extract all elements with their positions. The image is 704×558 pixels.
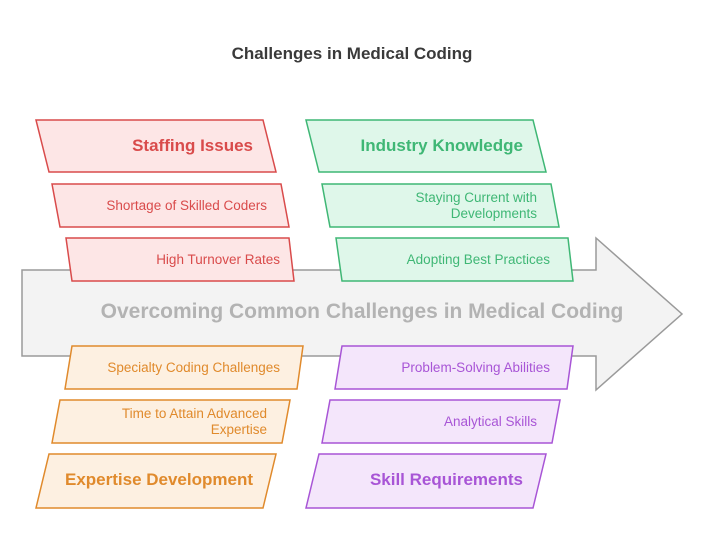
- industry-heading: Industry Knowledge: [360, 136, 523, 155]
- staffing-item-1-box: [51, 183, 290, 228]
- industry-item-1-box: [321, 183, 560, 228]
- staffing-item-1: Shortage of Skilled Coders: [106, 198, 267, 213]
- skills-heading: Skill Requirements: [369, 470, 523, 489]
- expertise-heading-box: [35, 453, 277, 509]
- diagram-title: Challenges in Medical Coding: [231, 44, 473, 63]
- expertise-item-1-box: [64, 345, 304, 390]
- skills-item-1: Problem-Solving Abilities: [401, 360, 550, 375]
- skills-item-2: Analytical Skills: [443, 414, 537, 429]
- skills-heading-box: [305, 453, 547, 509]
- staffing-heading: Staffing Issues: [132, 136, 253, 155]
- staffing-item-2: High Turnover Rates: [156, 252, 280, 267]
- expertise-item-1: Specialty Coding Challenges: [107, 360, 280, 375]
- expertise-heading: Expertise Development: [64, 470, 253, 489]
- expertise-item-2: Time to Attain Advanced Expertise: [121, 406, 267, 437]
- industry-item-1: Staying Current with Developments: [415, 190, 537, 221]
- industry-item-2: Adopting Best Practices: [406, 252, 550, 267]
- industry-item-2-box: [335, 237, 574, 282]
- staffing-item-2-box: [65, 237, 295, 282]
- main-arrow-label: Overcoming Common Challenges in Medical …: [100, 300, 624, 323]
- skills-item-1-box: [334, 345, 574, 390]
- expertise-item-2-box: [51, 399, 291, 444]
- staffing-heading-box: [35, 119, 277, 173]
- skills-item-2-box: [321, 399, 561, 444]
- industry-heading-box: [305, 119, 547, 173]
